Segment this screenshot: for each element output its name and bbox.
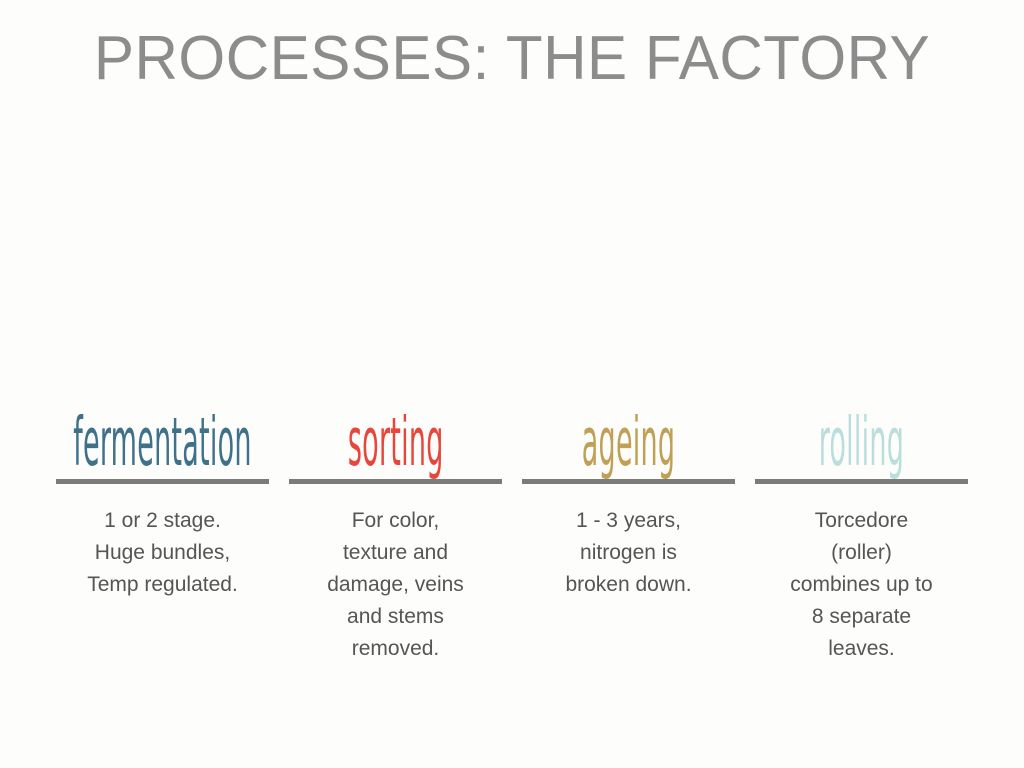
process-description: For color, texture and damage, veins and… — [327, 509, 464, 660]
process-column-ageing: ageing 1 - 3 years, nitrogen is broken d… — [522, 396, 735, 601]
page-title: PROCESSES: THE FACTORY — [93, 24, 931, 93]
process-description: Torcedore (roller) combines up to 8 sepa… — [790, 509, 933, 660]
divider-rule — [289, 479, 502, 484]
heading-wrap: sorting — [289, 396, 502, 482]
process-column-sorting: sorting For color, texture and damage, v… — [289, 396, 502, 665]
process-heading: sorting — [347, 403, 444, 482]
heading-wrap: fermentation — [56, 396, 269, 482]
heading-wrap: ageing — [522, 396, 735, 482]
process-heading: rolling — [818, 403, 905, 482]
process-column-rolling: rolling Torcedore (roller) combines up t… — [755, 396, 968, 665]
process-heading: fermentation — [73, 403, 252, 482]
process-column-fermentation: fermentation 1 or 2 stage. Huge bundles,… — [56, 396, 269, 601]
divider-rule — [755, 479, 968, 484]
process-columns: fermentation 1 or 2 stage. Huge bundles,… — [56, 396, 968, 665]
heading-wrap: rolling — [755, 396, 968, 482]
process-description: 1 - 3 years, nitrogen is broken down. — [565, 509, 692, 596]
process-heading: ageing — [581, 403, 676, 482]
process-description: 1 or 2 stage. Huge bundles, Temp regulat… — [87, 509, 238, 596]
divider-rule — [522, 479, 735, 484]
divider-rule — [56, 479, 269, 484]
